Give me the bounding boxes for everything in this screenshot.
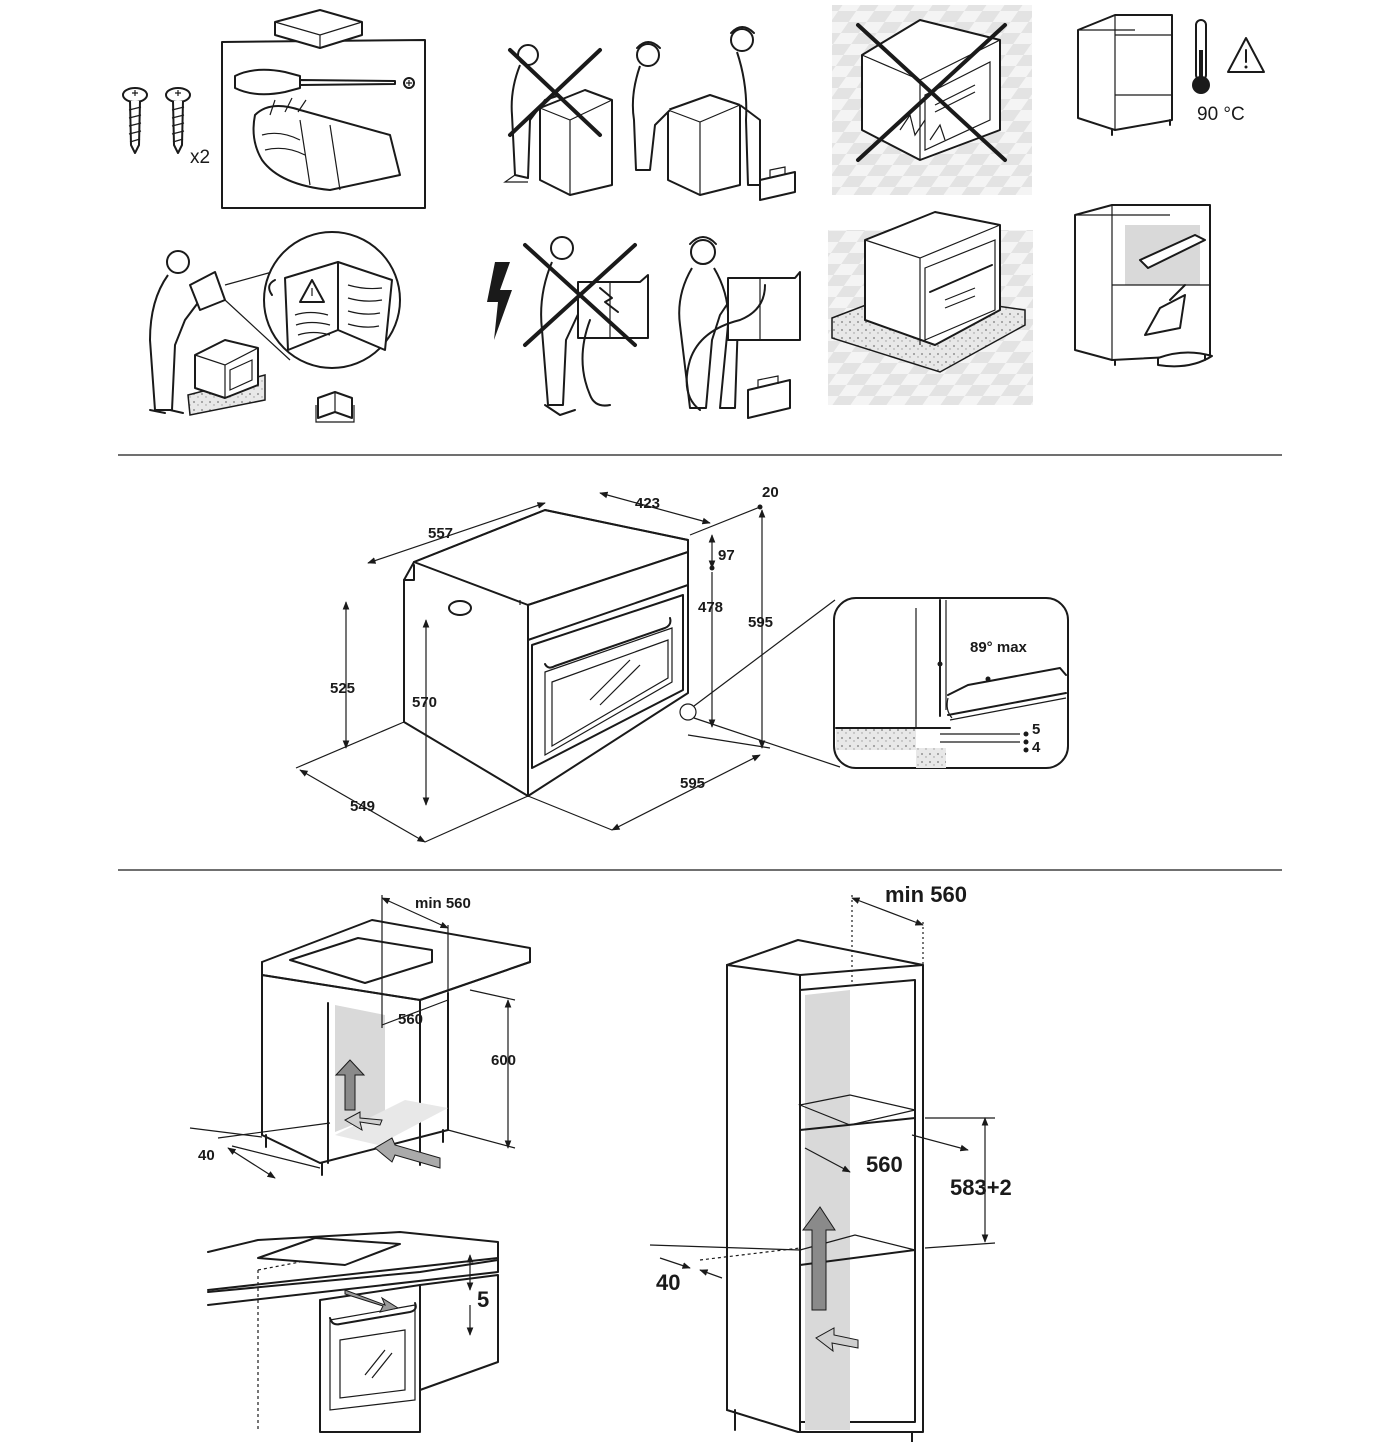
temperature-label: 90 °C: [1197, 104, 1245, 125]
under-counter-min-width-label: min 560: [415, 895, 471, 912]
single-person-lifting-icon: [503, 44, 613, 196]
technician-wiring-icon: [678, 236, 801, 419]
wrong-cross-icon: [523, 243, 637, 347]
hinge-angle-label: 89° max: [970, 639, 1028, 656]
dim-20-label: 20: [762, 484, 779, 501]
dim-595-height-label: 595: [748, 614, 773, 631]
tall-column-cabinet-drawing: [649, 895, 996, 1442]
under-counter-top-gap-label: 5: [477, 1287, 489, 1312]
under-counter-depth-gap-label: 40: [198, 1147, 215, 1164]
built-in-oven-under-counter-drawing: [207, 1231, 499, 1433]
oven-on-floor-wrong-icon: [832, 5, 1032, 195]
wrong-cross-icon: [856, 23, 1007, 162]
person-wiring-wrong-icon: [540, 236, 649, 416]
two-persons-lifting-icon: [631, 26, 796, 201]
manual-magnifier-icon: [224, 231, 401, 369]
cabinet-heat-resistance-icon: [1077, 14, 1173, 136]
gap-5-label: 5: [1032, 721, 1040, 738]
screws-icon: [122, 87, 191, 154]
dim-478-label: 478: [698, 599, 723, 616]
tall-column-depth-gap-label: 40: [656, 1270, 680, 1295]
wrong-cross-icon: [508, 48, 602, 137]
dim-525-label: 525: [330, 680, 355, 697]
dim-595-width-label: 595: [680, 775, 705, 792]
book-icon: [315, 391, 355, 423]
oven-dimension-drawing: 557 423 20 97 478 595 525 570 549 595: [295, 484, 841, 843]
under-counter-cabinet-drawing: [189, 895, 531, 1179]
dim-549-label: 549: [350, 798, 375, 815]
thermometer-icon: [1192, 19, 1210, 94]
dim-557-label: 557: [428, 525, 453, 542]
dim-97-label: 97: [718, 547, 735, 564]
cabinet-cleaning-icon: [1074, 204, 1213, 368]
oven-on-base-correct-icon: [828, 211, 1033, 405]
lightning-icon: [487, 262, 512, 340]
door-hinge-detail: [833, 597, 1069, 769]
under-counter-height-label: 600: [491, 1052, 516, 1069]
under-counter-width-label: 560: [398, 1011, 423, 1028]
tall-column-height-label: 583+2: [950, 1175, 1012, 1200]
dim-570-label: 570: [412, 694, 437, 711]
screws-count: x2: [190, 147, 210, 168]
person-reading-manual-icon: [149, 250, 266, 416]
tools-icon: [221, 9, 426, 209]
gap-4-label: 4: [1032, 739, 1041, 756]
dim-423-label: 423: [635, 495, 660, 512]
tall-column-min-width-label: min 560: [885, 882, 967, 907]
warning-icon: [1227, 37, 1265, 73]
tall-column-width-label: 560: [866, 1152, 903, 1177]
